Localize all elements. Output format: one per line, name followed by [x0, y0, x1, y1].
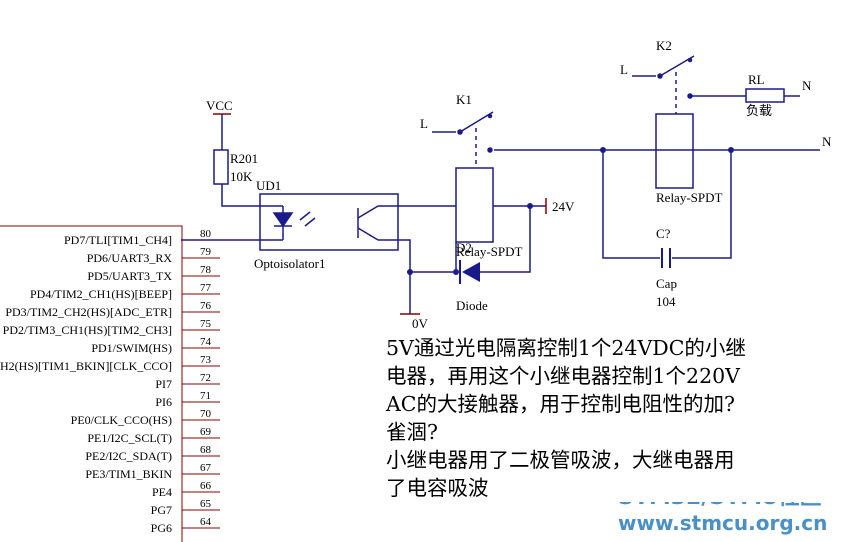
mcu-pin-label: PE4 [152, 485, 172, 499]
wire-opto-gnd [398, 239, 411, 314]
mcu-pin-number: 77 [200, 282, 212, 294]
wire-diode-bottom [410, 242, 457, 273]
mcu-pin-number: 74 [200, 336, 212, 348]
junction-coil [453, 269, 459, 275]
load-label: 负载 [746, 103, 772, 118]
mcu-pin-number: 67 [200, 462, 212, 474]
mcu-pin-label: PD4/TIM2_CH1(HS)[BEEP] [30, 287, 172, 301]
r201-value: 10K [230, 169, 253, 184]
k2-ref: K2 [656, 38, 672, 53]
mcu-pin-label: PD0/TIM3_CH2(HS)[TIM1_BKIN][CLK_CCO] [0, 359, 172, 373]
relay1-label: Relay-SPDT [456, 244, 523, 259]
r201-ref: R201 [230, 151, 258, 166]
k1-ref: K1 [456, 92, 472, 107]
mcu-pin-number: 70 [200, 408, 212, 420]
mcu-pin-number: 64 [200, 516, 212, 528]
cap-value: 104 [656, 294, 676, 309]
rl-ref: RL [748, 72, 765, 87]
mcu-body [0, 225, 183, 542]
mcu-pin-label: PE2/I2C_SDA(T) [85, 449, 172, 463]
wire-r201-opto [221, 184, 262, 207]
mcu-pin-number: 79 [200, 246, 212, 258]
mcu-pin-label: PD7/TLI[TIM1_CH4] [64, 233, 172, 247]
mcu-pin-label: PD5/UART3_TX [87, 269, 172, 283]
mcu-pin-label: PI6 [155, 395, 172, 409]
mcu-pin-number: 73 [200, 354, 212, 366]
wire-diode-top [480, 206, 531, 273]
rl-load-resistor [745, 88, 785, 103]
mcu-pin-label: PD1/SWIM(HS) [91, 341, 172, 355]
mcu-pin-number: 68 [200, 444, 212, 456]
v24-label: 24V [552, 199, 575, 214]
zero-v-label: 0V [412, 316, 429, 331]
watermark-line2: www.stmcu.org.cn [618, 511, 827, 535]
mcu-pin-number: 78 [200, 264, 212, 276]
note-line: 雀涸? [386, 420, 438, 444]
opto-led [262, 205, 316, 241]
n2-label: N [822, 134, 832, 149]
vcc-symbol [213, 113, 231, 150]
mcu-pin-label: PI7 [155, 377, 172, 391]
resistor-r201 [213, 149, 229, 185]
mcu-pin-number: 72 [200, 372, 211, 384]
mcu-pin-number: 65 [200, 498, 212, 510]
vcc-label: VCC [206, 98, 233, 113]
note-line: AC的大接触器，用于控制电阻性的加? [386, 392, 735, 416]
diode-d2 [459, 260, 480, 284]
optoisolator-ud1 [259, 193, 399, 251]
mcu-pin-label: PE1/I2C_SCL(T) [87, 431, 172, 445]
mcu-pin-number: 75 [200, 318, 212, 330]
relay-k1-contacts [432, 111, 494, 168]
mcu-pin-label: PG6 [151, 521, 172, 535]
mcu-pin-number: 66 [200, 480, 212, 492]
relay2-label: Relay-SPDT [656, 190, 723, 205]
mcu-pin-number: 69 [200, 426, 212, 438]
mcu-pin-label: PG7 [151, 503, 172, 517]
cap-label: Cap [656, 276, 677, 291]
mcu-pin-label: PD3/TIM2_CH2(HS)[ADC_ETR] [5, 305, 172, 319]
relay-k2-contacts [632, 55, 800, 114]
description-note: 5V通过光电隔离控制1个24VDC的小继电器，再用这个小继电器控制1个220V A… [386, 334, 836, 502]
k1-l-label: L [420, 116, 428, 131]
mcu-pin-label: PE3/TIM1_BKIN [85, 467, 172, 481]
relay-k2-coil [655, 113, 694, 189]
wire-cap-loop [602, 150, 660, 259]
mcu-pin-label: PE0/CLK_CCO(HS) [71, 413, 172, 427]
junction-gnd [407, 269, 413, 275]
relay-k1-coil [455, 167, 494, 243]
opto-transistor [357, 205, 398, 241]
capacitor [661, 248, 671, 268]
optoisolator-label: Optoisolator1 [254, 256, 326, 271]
note-line: 电器，再用这个小继电器控制1个220V [386, 364, 740, 388]
d2-ref: D2 [456, 240, 472, 255]
mcu-pin-number: 71 [200, 390, 211, 402]
cap-ref: C? [656, 226, 671, 241]
k2-l-label: L [620, 62, 628, 77]
note-line: 小继电器用了二极管吸波，大继电器用 [386, 448, 735, 472]
note-line: 5V通过光电隔离控制1个24VDC的小继 [386, 336, 746, 360]
ud1-ref: UD1 [256, 178, 281, 193]
mcu-pin-number: 80 [200, 228, 212, 240]
diode-label: Diode [456, 298, 488, 313]
wire-cap-loop-right [672, 150, 732, 259]
mcu-pin-number: 76 [200, 300, 212, 312]
mcu-pin-label: PD2/TIM3_CH1(HS)[TIM2_CH3] [3, 323, 172, 337]
mcu-pin-label: PD6/UART3_RX [87, 251, 173, 265]
n1-label: N [802, 78, 812, 93]
note-line: 了电容吸波 [386, 476, 489, 500]
